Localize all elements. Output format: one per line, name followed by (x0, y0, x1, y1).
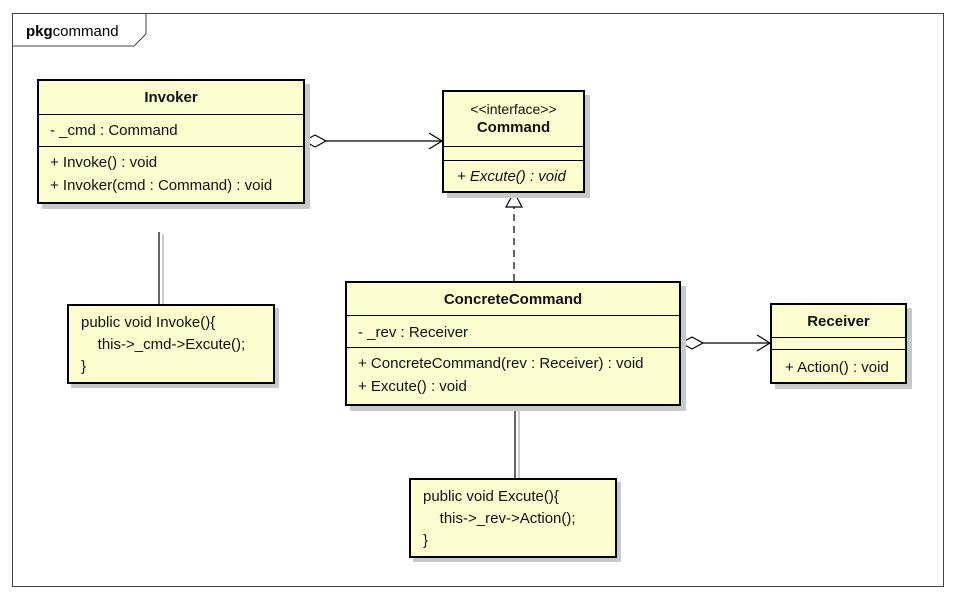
note-excute[interactable]: public void Excute(){ this->_rev->Action… (409, 478, 617, 558)
note-invoke[interactable]: public void Invoke(){ this->_cmd->Excute… (67, 304, 275, 384)
operation: + Action() : void (785, 359, 889, 376)
class-command-operations: + Excute() : void (444, 160, 583, 188)
class-concretecommand-name: ConcreteCommand (443, 291, 583, 308)
class-concretecommand-operations: + ConcreteCommand(rev : Receiver) : void… (347, 347, 679, 398)
attribute: - _cmd : Command (50, 122, 178, 139)
package-frame (12, 13, 944, 587)
note-line: public void Invoke(){ (81, 314, 216, 331)
note-line: } (81, 358, 87, 375)
package-label: pkgcommand (12, 13, 146, 46)
class-receiver-operations: + Action() : void (772, 349, 905, 379)
class-invoker-attributes: - _cmd : Command (39, 114, 303, 146)
operation: + Excute() : void (358, 378, 467, 395)
note-line: public void Excute(){ (423, 488, 559, 505)
class-receiver-name: Receiver (807, 313, 870, 330)
class-receiver-attributes (772, 337, 905, 349)
class-invoker-name: Invoker (144, 89, 198, 106)
operation: + Invoke() : void (50, 154, 158, 171)
class-concretecommand[interactable]: ConcreteCommand - _rev : Receiver + Conc… (345, 281, 681, 406)
class-concretecommand-attributes: - _rev : Receiver (347, 315, 679, 347)
note-line: } (423, 532, 429, 549)
class-invoker-operations: + Invoke() : void + Invoker(cmd : Comman… (39, 146, 303, 197)
package-tab-outline (12, 13, 147, 47)
class-invoker[interactable]: Invoker - _cmd : Command + Invoke() : vo… (37, 79, 305, 204)
note-line: this->_cmd->Excute(); (81, 336, 246, 353)
class-command-attributes (444, 146, 583, 160)
class-command-name: Command (476, 119, 551, 136)
class-command-stereotype: <<interface>> (470, 101, 557, 117)
class-command[interactable]: <<interface>> Command + Excute() : void (442, 90, 585, 193)
class-receiver[interactable]: Receiver + Action() : void (770, 303, 907, 384)
attribute: - _rev : Receiver (358, 324, 469, 341)
operation: + Excute() : void (457, 168, 566, 185)
operation: + Invoker(cmd : Command) : void (50, 177, 273, 194)
package-keyword: pkg (26, 23, 53, 40)
operation: + ConcreteCommand(rev : Receiver) : void (358, 355, 644, 372)
note-line: this->_rev->Action(); (423, 510, 576, 527)
package-name: command (52, 23, 119, 40)
